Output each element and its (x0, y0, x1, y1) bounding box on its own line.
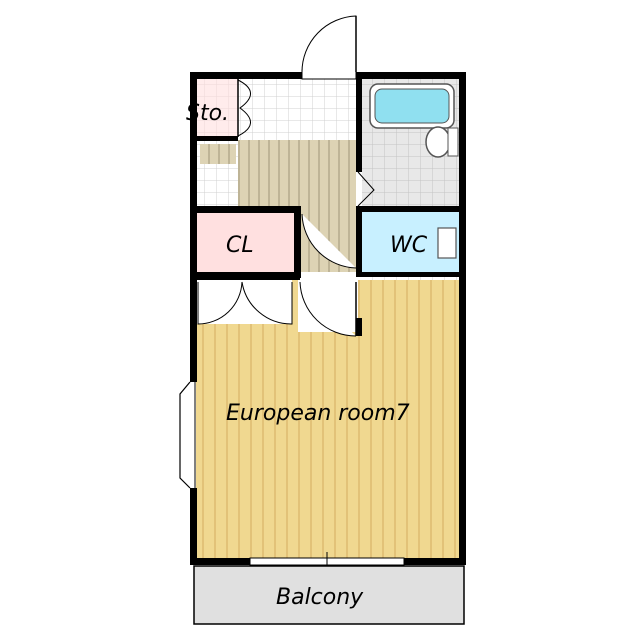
shoe-step (200, 144, 236, 164)
closet-floor (196, 212, 294, 272)
bathroom-door (357, 171, 375, 207)
balcony-floor (193, 565, 465, 625)
storage-label: Sto. (186, 101, 229, 126)
entrance-door-swing (301, 15, 357, 73)
entry-floor (238, 140, 356, 212)
closet-door-left (197, 281, 243, 325)
walls (190, 72, 466, 565)
balcony-label: Balcony (276, 585, 364, 610)
hall-door (301, 213, 357, 269)
wc-label: WC (390, 233, 428, 258)
closet-label: CL (226, 233, 254, 258)
room-door (299, 281, 357, 337)
storage-highlight (196, 78, 238, 140)
basin-cabinet (447, 127, 459, 157)
bathtub-water (374, 88, 450, 124)
main-room-label: European room7 (226, 401, 410, 426)
washbasin (425, 126, 451, 158)
toilet-tank (437, 227, 457, 259)
side-window (179, 381, 191, 489)
closet-door-right (241, 281, 293, 325)
storage-door (237, 79, 251, 137)
